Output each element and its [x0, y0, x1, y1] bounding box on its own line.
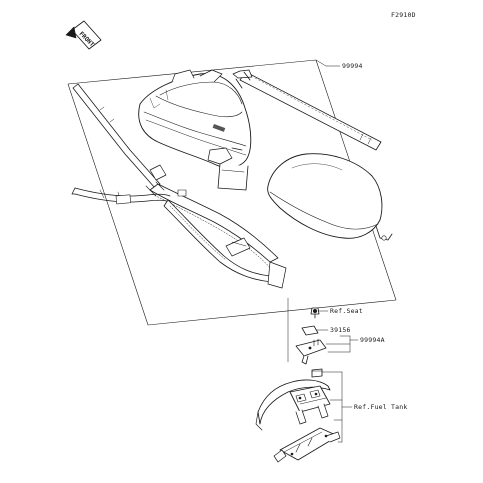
tank-bag — [138, 69, 252, 191]
kit-part-number: 99994 — [342, 62, 363, 70]
bracket-kit-part-number: 99994A — [360, 336, 385, 344]
harness — [71, 83, 287, 289]
ref-seat-label: Ref.Seat — [330, 307, 363, 315]
ref-fuel-tank-label: Ref.Fuel Tank — [354, 403, 408, 411]
plate-part-number: 39156 — [330, 326, 351, 334]
rain-cover — [267, 153, 393, 241]
front-arrow-icon: FRONT — [65, 20, 102, 50]
long-strap — [232, 69, 382, 151]
fuel-tank-assembly — [255, 368, 341, 463]
mount-bracket — [295, 338, 327, 365]
seat-bolt — [310, 307, 320, 319]
plate-39156 — [301, 325, 319, 336]
kit-boundary — [67, 59, 397, 326]
kit-leader-line — [315, 59, 327, 67]
figure-id-label: F2910D — [391, 11, 416, 19]
